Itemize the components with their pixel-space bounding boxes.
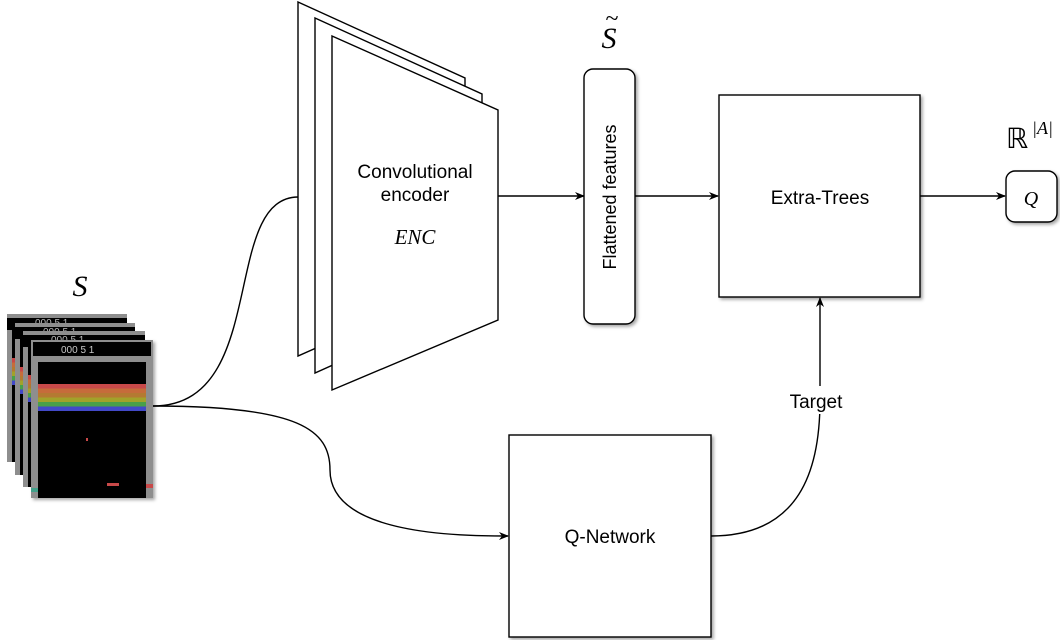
edge-state-to-qnetwork	[152, 405, 509, 540]
action-space-symbol: ℝ	[1006, 124, 1028, 155]
action-space-exponent: |A|	[1032, 118, 1053, 138]
q-output-label: Q	[1024, 188, 1039, 210]
wall-marker	[146, 484, 153, 488]
brick-row	[38, 406, 146, 411]
encoder-symbol: ENC	[394, 225, 437, 249]
brick-row	[38, 388, 146, 393]
state-label: S	[73, 270, 88, 303]
wall-marker	[31, 488, 38, 492]
connectors	[152, 192, 1006, 540]
convolutional-encoder	[297, 0, 499, 392]
flattened-features-box	[583, 68, 636, 325]
target-label-bg	[784, 386, 850, 414]
edge-qnetwork-to-extratrees	[710, 297, 824, 537]
edge-state-to-encoder	[152, 196, 299, 407]
q-network-box	[508, 434, 712, 638]
game-frame-front: 000 5 1	[31, 340, 153, 498]
score-text: 000 5 1	[61, 345, 95, 356]
encoder-label-line2: encoder	[381, 185, 450, 206]
features-symbol-tilde: ~	[606, 6, 619, 32]
encoder-layer-front	[331, 34, 499, 392]
game-frame-stack: 000 5 1 000 5 1 000 5 1 000 5 1	[7, 314, 153, 498]
paddle	[107, 483, 119, 486]
brick-row	[38, 393, 146, 398]
flattened-features-label: Flattened features	[600, 124, 620, 269]
extra-trees-label: Extra-Trees	[771, 188, 870, 209]
target-label: Target	[790, 392, 844, 413]
ball	[86, 438, 88, 441]
extra-trees-box	[718, 94, 921, 298]
brick-row	[38, 384, 146, 389]
features-symbol: S	[602, 22, 617, 55]
brick-rows	[38, 384, 146, 411]
brick-row	[38, 402, 146, 407]
encoder-label-line1: Convolutional	[357, 162, 472, 183]
q-network-label: Q-Network	[565, 527, 656, 548]
brick-row	[38, 397, 146, 402]
q-output-box	[1005, 170, 1058, 223]
